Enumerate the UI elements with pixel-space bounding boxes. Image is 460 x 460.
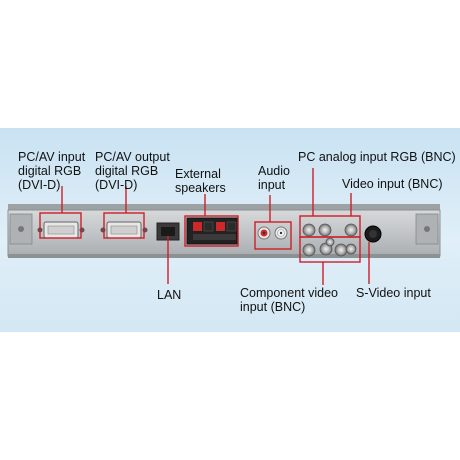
- audio-rca-jacks: [257, 226, 288, 240]
- callout-dvi-input-box: [39, 212, 82, 239]
- dvi-input-connector: [37, 221, 85, 239]
- label-audio-input: Audio input: [258, 164, 290, 192]
- label-external-speakers: External speakers: [175, 167, 226, 195]
- callout-component-box: [299, 236, 361, 263]
- callout-dvi-output-box: [103, 212, 145, 239]
- label-pc-analog-input: PC analog input RGB (BNC): [298, 150, 456, 164]
- dvi-output-connector: [100, 221, 148, 239]
- label-component-video: Component video input (BNC): [240, 286, 338, 314]
- speaker-terminals: [186, 217, 238, 245]
- bnc-connectors: [302, 223, 358, 257]
- callouts: [39, 168, 370, 285]
- label-pc-av-input: PC/AV input digital RGB (DVI-D): [18, 150, 86, 192]
- callout-audio-box: [254, 221, 292, 250]
- s-video-port: [364, 225, 382, 243]
- callout-speakers-box: [184, 215, 239, 247]
- label-s-video-input: S-Video input: [356, 286, 431, 300]
- lan-port: [156, 222, 180, 241]
- label-video-input: Video input (BNC): [342, 177, 443, 191]
- label-pc-av-output: PC/AV output digital RGB (DVI-D): [95, 150, 170, 192]
- label-lan: LAN: [157, 288, 182, 302]
